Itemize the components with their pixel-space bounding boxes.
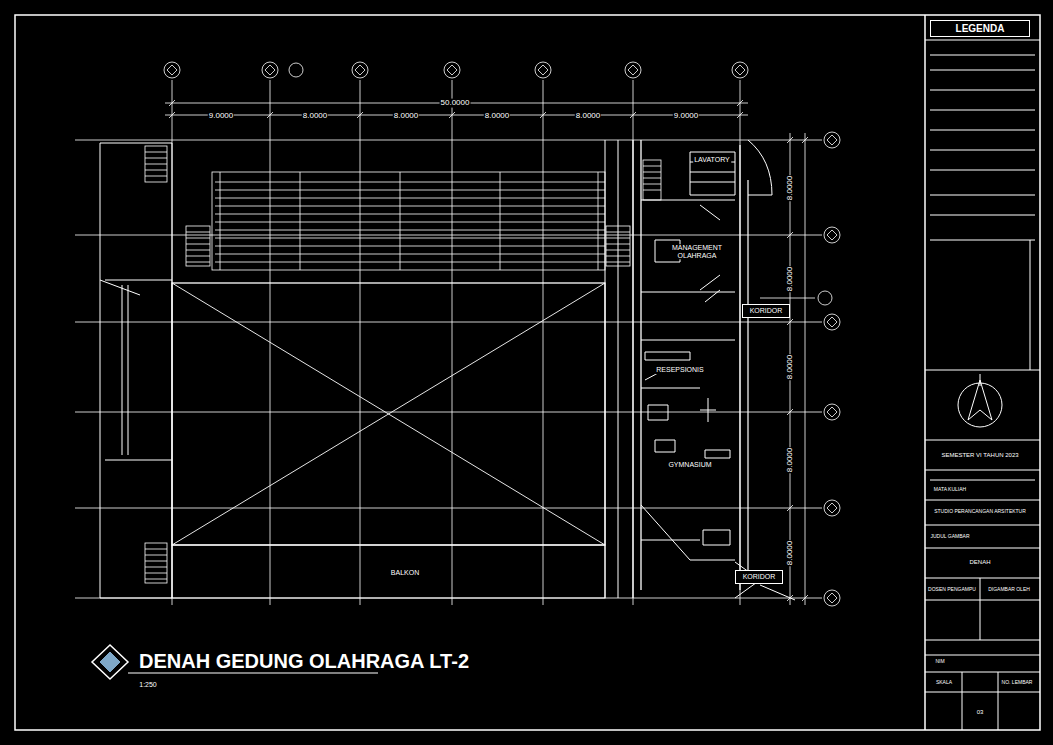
room-tag-box: KORIDOR — [735, 570, 783, 584]
title-block-text: NIM — [934, 659, 945, 665]
title-block-text: STUDIO PERANCANGAN ARSITEKTUR — [933, 509, 1027, 515]
title-block-text: MATA KULIAH — [933, 487, 967, 493]
room-name: MANAGEMENT OLAHRAGA — [665, 244, 729, 259]
dimension: 8.0000 — [575, 112, 601, 121]
dimension: 8.0000 — [484, 112, 510, 121]
service-wing — [633, 140, 795, 600]
title-block-text: JUDUL GAMBAR — [930, 534, 971, 540]
scale-note: 1:250 — [138, 681, 158, 689]
dimension: 8.0000 — [786, 266, 795, 292]
box-text: LEGENDA — [956, 23, 1005, 34]
room-name: GYMNASIUM — [667, 461, 712, 469]
dimension: 8.0000 — [302, 112, 328, 121]
dimension: 8.0000 — [786, 354, 795, 380]
sports-hall — [100, 140, 618, 598]
grid-lines — [75, 62, 840, 606]
dimension: 8.0000 — [786, 447, 795, 473]
stairs — [145, 146, 661, 583]
dimension-lines — [165, 100, 808, 605]
title-block-text: NO. LEMBAR — [1001, 680, 1034, 686]
title-block-text: DENAH — [968, 559, 991, 566]
dimension: 50.0000 — [440, 99, 471, 108]
dimension: 8.0000 — [786, 175, 795, 201]
room-name: LAVATORY — [693, 156, 731, 164]
legend-header-box: LEGENDA — [930, 20, 1030, 37]
room-name: RESEPSIONIS — [655, 366, 704, 374]
title-block-text: DOSEN PENGAMPU — [927, 587, 977, 593]
sheet-frame — [15, 15, 1040, 730]
dimension: 9.0000 — [208, 112, 234, 121]
dimension: 8.0000 — [786, 540, 795, 566]
box-text: KORIDOR — [750, 307, 783, 315]
box-text: KORIDOR — [743, 573, 776, 581]
room-tag-box: KORIDOR — [742, 304, 790, 318]
title-block-text: DIGAMBAR OLEH — [987, 587, 1031, 593]
room-name: BALKON — [390, 569, 420, 577]
title-block-text: SEMESTER VI TAHUN 2023 — [940, 452, 1019, 459]
bleachers — [212, 172, 605, 270]
title-block-text: 03 — [976, 709, 985, 716]
dimension: 8.0000 — [393, 112, 419, 121]
dimension: 9.0000 — [673, 112, 699, 121]
drawing-title: DENAH GEDUNG OLAHRAGA LT-2 — [138, 650, 470, 672]
title-block-text: SKALA — [935, 680, 953, 686]
